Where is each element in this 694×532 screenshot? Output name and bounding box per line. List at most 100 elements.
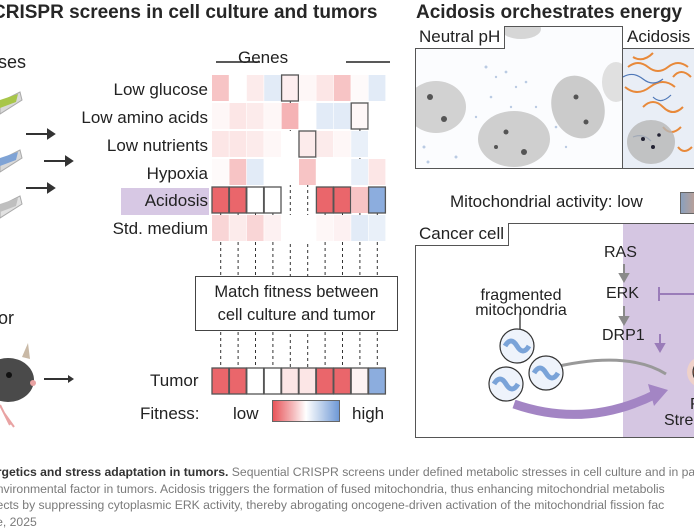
genes-header-lines: [216, 61, 390, 63]
caption-line-2: environmental factor in tumors. Acidosis…: [0, 481, 665, 496]
heatmap-cell-low-glucose-8: [333, 75, 351, 101]
heatmap-cell-acidosis-1: [211, 186, 230, 214]
fission-arrow: [545, 358, 667, 376]
mito-activity-low: low: [617, 192, 643, 211]
heatmap-cell-low-glucose-4: [264, 75, 281, 101]
heatmap-cell-low-nutrients-7: [316, 131, 334, 157]
acidosis-image: [622, 26, 694, 169]
heatmap-cell-low-amino-acids-1: [212, 103, 229, 129]
match-line-2: cell culture and tumor: [217, 306, 376, 324]
acidosis-highlight: [121, 188, 209, 215]
right-partial-label-2: Stre: [664, 412, 694, 429]
caption-bold: ergetics and stress adaptation in tumors…: [0, 465, 229, 479]
heatmap-cell-std-medium-2: [229, 215, 247, 241]
heatmap-cell-low-amino-acids-2: [229, 103, 247, 129]
heatmap-cell-acidosis-7: [315, 186, 334, 214]
culture-arrows: [26, 128, 74, 194]
heatmap-cell-low-nutrients-2: [229, 131, 247, 157]
fragmented-line-2: mitochondria: [475, 302, 567, 319]
match-fitness-box: Match fitness between cell culture and t…: [195, 276, 398, 331]
heatmap-cell-hypoxia-6: [299, 159, 316, 185]
heatmap-cell-std-medium-5: [281, 215, 299, 241]
heatmap-cell-std-medium-3: [246, 215, 264, 241]
heatmap-cell-acidosis-3: [246, 186, 265, 214]
heatmap-cell-acidosis-4: [263, 186, 282, 214]
condition-label: Std. medium: [112, 219, 208, 238]
heatmap-cell-low-glucose-7: [316, 75, 334, 101]
heatmap-cell-hypoxia-3: [246, 159, 264, 185]
heatmap-cell-low-nutrients-6: [298, 130, 317, 158]
heatmap-cell-low-nutrients-5: [281, 131, 299, 157]
heatmap-cell-tumor-8: [333, 367, 352, 395]
heatmap-cell-hypoxia-1: [212, 159, 229, 185]
mito-activity-text: Mitochondrial activity:: [450, 192, 613, 211]
heatmap-cell-acidosis-10: [367, 186, 387, 214]
heatmap-cell-tumor-4: [263, 367, 282, 395]
heatmap-cell-low-amino-acids-4: [264, 103, 281, 129]
cancer-cell-label: Cancer cell: [415, 223, 510, 246]
heatmap-cell-low-glucose-5: [280, 74, 300, 102]
heatmap-cell-low-glucose-6: [299, 75, 316, 101]
heatmap-cell-acidosis-9: [351, 187, 368, 213]
heatmap-cell-hypoxia-2: [229, 159, 247, 185]
heatmap-cell-tumor-7: [315, 367, 334, 395]
mito-activity-scale: [680, 192, 694, 214]
heatmap-cell-low-glucose-1: [212, 75, 229, 101]
heatmap-cell-low-amino-acids-9: [350, 102, 369, 130]
heatmap-cell-low-glucose-3: [246, 75, 264, 101]
heatmap-cell-tumor-5: [280, 367, 300, 395]
condition-label: Hypoxia: [146, 164, 208, 183]
caption-line-3: ffects by suppressing cytoplasmic ERK ac…: [0, 498, 665, 512]
heatmap-cell-std-medium-9: [351, 215, 368, 241]
pathway-diagram: [488, 264, 694, 419]
heatmap-cell-hypoxia-4: [264, 159, 281, 185]
fragmented-mitochondria-label: fragmented mitochondria: [446, 287, 596, 319]
drp1-label: DRP1: [602, 327, 645, 344]
genes-label: Genes: [238, 48, 289, 67]
heatmap-cell-std-medium-7: [316, 215, 334, 241]
heatmap-cell-acidosis-5: [282, 187, 299, 213]
fitness-legend-low: low: [233, 404, 259, 423]
heatmap-cell-low-nutrients-4: [264, 131, 281, 157]
heatmap-cell-low-amino-acids-8: [333, 103, 351, 129]
dish-green-icon: [0, 91, 23, 115]
heatmap-cell-hypoxia-7: [316, 159, 334, 185]
fragmented-line-1: fragmented: [480, 287, 562, 304]
dish-blue-icon: [0, 149, 23, 173]
caption-line-1: ergetics and stress adaptation in tumors…: [0, 464, 694, 481]
heatmap-cell-std-medium-6: [299, 215, 316, 241]
figure-caption: ergetics and stress adaptation in tumors…: [0, 464, 694, 530]
heatmap-cell-hypoxia-5: [281, 159, 299, 185]
condition-label: Low glucose: [113, 80, 208, 99]
heatmap-cell-low-nutrients-3: [246, 131, 264, 157]
culture-dishes-illustration: [0, 91, 23, 219]
heatmap-cell-std-medium-4: [264, 215, 281, 241]
heatmap-cell-low-nutrients-1: [212, 131, 229, 157]
fragmented-mitochondrion-icon: [488, 328, 564, 402]
neutral-microscopy: [416, 27, 626, 167]
heatmap-chart: [211, 74, 387, 395]
heatmap-cell-low-glucose-2: [229, 75, 247, 101]
heatmap-cell-low-amino-acids-3: [246, 103, 264, 129]
condition-label: Low nutrients: [106, 136, 208, 155]
mouse-arrow: [44, 375, 74, 383]
tumor-row-label: Tumor: [150, 371, 199, 390]
neutral-ph-image: [415, 26, 627, 169]
heatmap-cell-acidosis-6: [299, 187, 316, 213]
heatmap-cell-low-amino-acids-6: [299, 103, 316, 129]
neutral-ph-label: Neutral pH: [415, 26, 506, 49]
right-partial-label-1: R: [690, 396, 694, 414]
cancer-cell-panel: RAS ERK DRP1 fragmented mitochondria R S…: [415, 223, 694, 438]
heatmap-cell-tumor-1: [211, 367, 230, 395]
heatmap-cell-tumor-9: [350, 367, 369, 395]
heatmap-cell-std-medium-1: [212, 215, 229, 241]
caption-line-1-rest: Sequential CRISPR screens under defined …: [228, 465, 694, 479]
heatmap-cell-tumor-3: [246, 367, 265, 395]
condition-label: Acidosis: [144, 191, 208, 210]
fused-mitochondrion-icon: [687, 358, 694, 386]
tumor-section-label: or: [0, 308, 15, 328]
mouse-icon: [0, 343, 36, 428]
ras-label: RAS: [604, 244, 637, 261]
heatmap-cell-hypoxia-9: [351, 159, 368, 185]
heatmap-cell-low-nutrients-10: [368, 131, 386, 157]
